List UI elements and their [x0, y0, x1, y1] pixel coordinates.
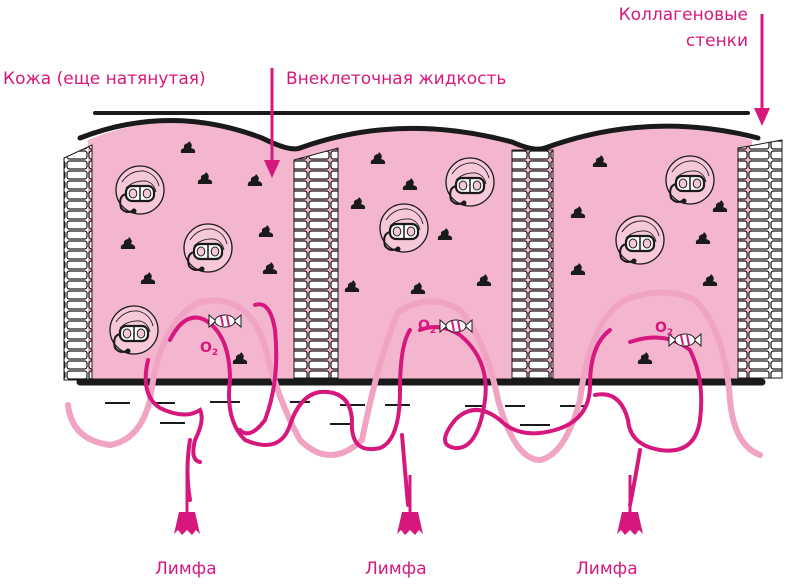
brush-drain-icon [397, 512, 423, 535]
oxygen-label-1: O2 [200, 340, 218, 358]
brush-drain-icon [617, 512, 643, 535]
collagen-label-line1: Коллагеновые [619, 5, 748, 25]
collagen-wall-3 [511, 149, 554, 379]
skin-outline [77, 118, 761, 152]
collagen-wall-right [737, 139, 783, 379]
lymph-label-1: Лимфа [155, 559, 217, 579]
lymph-vessels-dark [143, 302, 704, 507]
oxygen-label-3: O2 [655, 320, 673, 338]
skin-label: Кожа (еще натянутая) [3, 69, 206, 89]
snorkel-cell-icon [114, 164, 166, 216]
collagen-label-line2: стенки [686, 31, 748, 51]
annotation-arrows [264, 14, 770, 178]
oxygen-label-2: O2 [418, 318, 436, 336]
tissue-body [88, 121, 752, 382]
snorkel-cell-icon [108, 304, 160, 356]
snorkel-cell-icon [444, 156, 496, 208]
collagen-wall-left [63, 144, 93, 381]
lymph-drain-2 [397, 475, 423, 535]
lymph-label-2: Лимфа [365, 559, 427, 579]
snorkel-cell-icon [182, 222, 234, 274]
collagen-wall-2 [293, 147, 339, 379]
collagen-walls [63, 139, 783, 381]
lymph-label-3: Лимфа [576, 559, 638, 579]
snorkel-cell-icon [378, 202, 430, 254]
lymph-vessels-light [65, 289, 763, 464]
fluid-label: Внеклеточная жидкость [286, 69, 506, 89]
snorkel-cell-icon [614, 214, 666, 266]
brush-drain-icon [174, 512, 200, 535]
lymph-drain-1 [174, 470, 200, 535]
lymph-drain-3 [617, 475, 643, 535]
snorkel-cell-icon [664, 154, 716, 206]
